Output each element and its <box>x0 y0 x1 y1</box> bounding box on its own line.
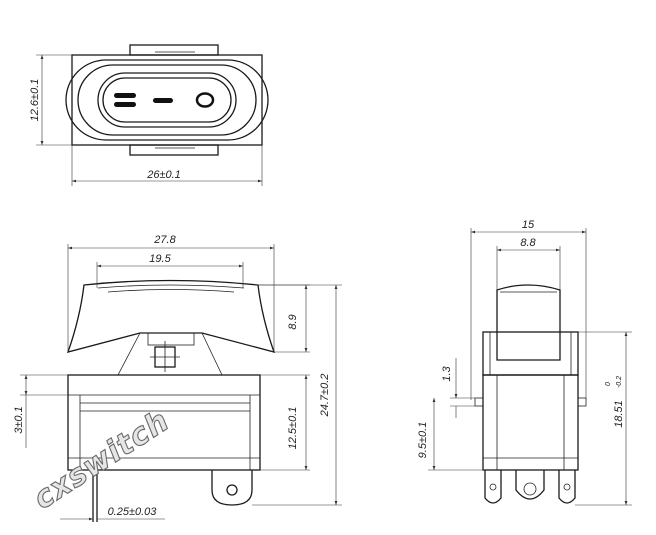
front-rocker-width-label: 19.5 <box>149 253 171 265</box>
side-height-label: 18.51 <box>613 400 625 428</box>
side-overall-width-label: 15 <box>522 219 535 231</box>
top-view: 12.6±0.1 26±0.1 <box>29 44 269 186</box>
watermark: cxswitch <box>27 403 176 516</box>
side-latch-label: 1.3 <box>441 365 453 381</box>
side-latch-height-label: 9.5±0.1 <box>417 422 429 459</box>
side-view: 15 8.8 1.3 9.5±0.1 18.51 0 -0.2 <box>417 219 632 506</box>
front-rocker-height-label: 8.9 <box>287 314 299 329</box>
top-height-label: 12.6±0.1 <box>29 79 41 122</box>
symbol-dual-bar-icon <box>114 93 136 107</box>
symbol-circle-icon <box>195 92 215 108</box>
front-pin-thickness-label: 0.25±0.03 <box>108 506 158 518</box>
front-body-height-label: 12.5±0.1 <box>287 407 299 450</box>
top-width-label: 26±0.1 <box>146 169 181 181</box>
side-height-tol-upper: 0 <box>605 382 612 386</box>
side-rocker-width-label: 8.8 <box>520 237 536 249</box>
front-overall-height-label: 24.7±0.2 <box>319 374 331 418</box>
front-step-label: 3±0.1 <box>13 406 25 433</box>
front-overall-width-label: 27.8 <box>153 234 176 246</box>
side-height-tol-lower: -0.2 <box>616 376 623 388</box>
front-view: 27.8 19.5 8.9 24.7±0.2 12.5±0.1 3±0.1 0.… <box>13 234 342 522</box>
symbol-bar-icon <box>153 98 173 103</box>
